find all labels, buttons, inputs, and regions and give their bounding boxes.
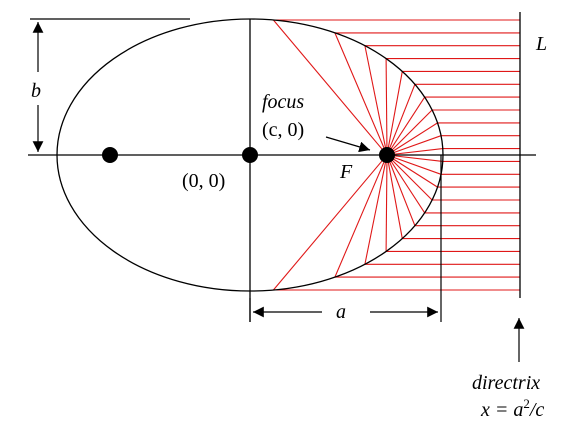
focus-ray <box>386 154 433 201</box>
a-label: a <box>336 301 346 323</box>
focus-ray <box>386 71 403 156</box>
focus-ray <box>334 32 388 156</box>
focus-ray <box>386 154 438 188</box>
origin-coordinate-label: (0, 0) <box>182 170 225 192</box>
focus-ray <box>386 154 442 175</box>
focus-F-label: F <box>339 161 353 183</box>
focus-ray <box>386 154 426 214</box>
focus-ray <box>386 109 433 156</box>
focus-ray <box>272 154 388 291</box>
focus-ray <box>364 154 388 265</box>
focus-ray <box>386 122 438 156</box>
focus-ray <box>364 45 388 156</box>
directrix-letter-label: L <box>535 33 547 55</box>
focus-word-label: focus <box>262 91 304 113</box>
focus-ray <box>385 154 388 252</box>
focus-coordinate-label: (c, 0) <box>262 119 304 141</box>
focus-ray <box>386 96 426 156</box>
reflection-rays <box>272 19 520 291</box>
directrix-equation-label: x = a2/c <box>480 396 544 421</box>
focus-ray <box>386 154 403 239</box>
origin-point <box>242 147 258 163</box>
b-label: b <box>31 80 41 102</box>
focus-ray <box>386 148 443 156</box>
right-focus-point <box>379 147 395 163</box>
focus-pointer-arrow <box>325 136 371 153</box>
focus-ray <box>386 135 442 156</box>
focus-ray <box>385 58 388 156</box>
left-focus-point <box>102 147 118 163</box>
focus-ray <box>386 154 416 226</box>
focus-ray <box>334 154 388 278</box>
focus-ray <box>386 84 416 156</box>
directrix-word-label: directrix <box>472 372 540 394</box>
focus-ray <box>386 154 443 162</box>
focus-ray <box>272 19 388 156</box>
